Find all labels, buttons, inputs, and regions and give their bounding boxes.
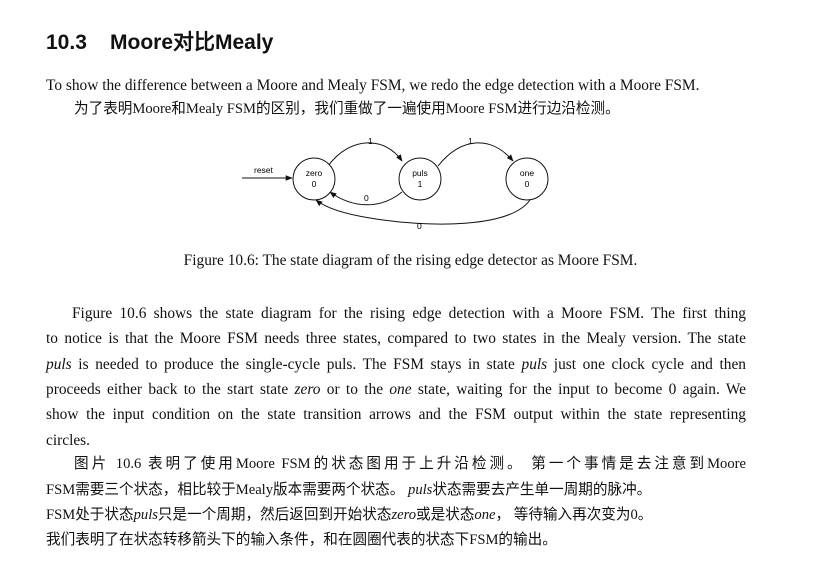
body-zh-line-2-text: FSM需要三个状态，相比较于Mealy版本需要两个状态。 [46,482,409,498]
state-puls: puls 1 [398,157,442,201]
term-puls: puls [408,482,433,498]
body-en-line-5: show the input condition on the state tr… [46,406,746,423]
intro-chinese: 为了表明Moore和Mealy FSM的区别，我们重做了一遍使用Moore FS… [74,101,620,117]
transition-zero-to-puls [327,142,403,167]
intro-english: To show the difference between a Moore a… [46,77,700,94]
state-puls-output: 1 [418,179,423,189]
term-puls: puls [521,356,548,373]
transition-label-zero-puls: 1 [368,136,373,146]
term-puls: puls [46,356,72,373]
state-zero-output: 0 [312,179,317,189]
body-zh-line-3-mid2: 或是状态 [416,507,475,523]
body-zh-line-3: FSM处于状态puls只是一个周期，然后返回到开始状态zero或是状态one， … [46,506,652,525]
body-en-line-1: Figure 10.6 shows the state diagram for … [72,305,746,322]
state-puls-name: puls [412,168,428,178]
figure-caption: Figure 10.6: The state diagram of the ri… [183,252,638,269]
body-zh-line-2-end: 状态需要去产生单一周期的脉冲。 [432,482,652,498]
term-one: one [474,507,496,523]
body-en-line-4-text: proceeds either back to the start state [46,381,295,398]
body-zh-line-1: 图片 10.6 表明了使用Moore FSM的状态图用于上升沿检测。 第一个事情… [74,456,746,472]
term-zero: zero [391,507,417,523]
body-zh-line-3-mid: 只是一个周期，然后返回到开始状态 [157,507,392,523]
body-en-line-3: puls is needed to produce the single-cyc… [46,355,746,374]
transition-label-puls-zero: 0 [364,193,369,203]
body-en-line-4-mid: or to the [320,381,390,398]
body-zh-line-2: FSM需要三个状态，相比较于Mealy版本需要两个状态。 puls状态需要去产生… [46,481,651,500]
state-zero-name: zero [306,168,323,178]
transition-puls-to-zero [329,191,403,206]
section-heading: Moore对比Mealy [110,31,274,54]
state-one-name: one [520,168,534,178]
transition-puls-to-one [437,142,514,167]
transition-label-puls-one: 1 [468,136,473,146]
body-zh-line-4: 我们表明了在状态转移箭头下的输入条件，和在圆圈代表的状态下FSM的输出。 [46,532,557,548]
term-zero: zero [294,381,321,398]
reset-label: reset [254,165,274,175]
body-zh-line-3-end: ， 等待输入再次变为0。 [495,507,653,523]
transition-label-one-zero: 0 [417,221,422,231]
body-en-line-2: to notice is that the Moore FSM needs th… [46,330,746,347]
body-en-line-3-text: is needed to produce the single-cycle pu… [71,356,522,373]
state-zero: zero 0 [292,157,336,201]
state-diagram: reset 1 1 0 0 zero 0 puls 1 one 0 [242,136,549,231]
body-zh-line-3-text: FSM处于状态 [46,507,134,523]
body-en-line-4: proceeds either back to the start state … [46,380,746,399]
state-one-output: 0 [525,179,530,189]
state-one: one 0 [505,157,549,201]
term-puls: puls [133,507,158,523]
transition-one-to-zero [315,199,531,225]
body-en-line-6: circles. [46,432,91,449]
section-number: 10.3 [46,31,87,54]
body-en-line-4-end: state, waiting for the input to become 0… [411,381,746,398]
term-one: one [389,381,412,398]
body-en-line-3-end: just one clock cycle and then [547,356,746,373]
section-title: 10.3 Moore对比Mealy [46,26,273,56]
